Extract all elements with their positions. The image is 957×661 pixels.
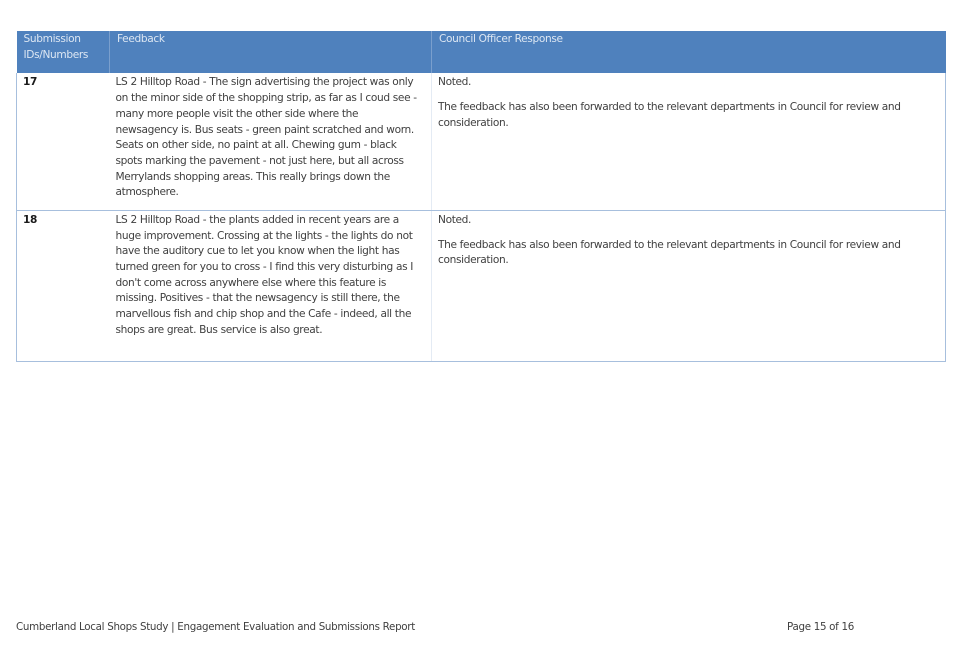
response-noted: Noted. — [438, 76, 472, 89]
table-row: 18 LS 2 Hilltop Road - the plants added … — [16, 210, 946, 362]
response-detail: The feedback has also been forwarded to … — [438, 101, 901, 129]
table-row: 17 LS 2 Hilltop Road - The sign advertis… — [16, 73, 946, 211]
feedback-text: LS 2 Hilltop Road - The sign advertising… — [109, 73, 432, 211]
feedback-text: LS 2 Hilltop Road - the plants added in … — [109, 210, 432, 362]
column-header-feedback: Feedback — [109, 31, 432, 74]
footer-page-number: Page 15 of 16 — [787, 621, 854, 633]
column-header-submission-ids: Submission IDs/Numbers — [16, 31, 110, 74]
council-response: Noted. The feedback has also been forwar… — [431, 210, 946, 362]
column-header-council-response: Council Officer Response — [431, 31, 946, 74]
submissions-table: Submission IDs/Numbers Feedback Council … — [16, 31, 946, 362]
submission-id: 18 — [16, 210, 110, 362]
table-header-row: Submission IDs/Numbers Feedback Council … — [16, 31, 946, 74]
response-noted: Noted. — [438, 213, 472, 226]
council-response: Noted. The feedback has also been forwar… — [431, 73, 946, 211]
footer-report-title: Cumberland Local Shops Study | Engagemen… — [16, 621, 415, 633]
submission-id: 17 — [16, 73, 110, 211]
response-detail: The feedback has also been forwarded to … — [438, 238, 901, 267]
